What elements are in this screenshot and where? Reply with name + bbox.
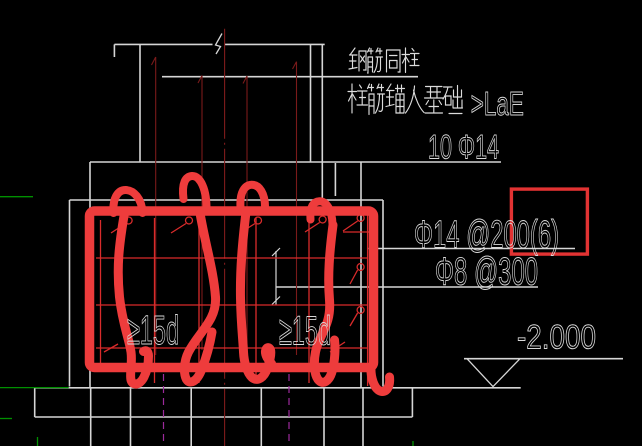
svg-text:≥15d: ≥15d bbox=[127, 307, 179, 353]
svg-text:-2.000: -2.000 bbox=[517, 319, 596, 357]
svg-text:>LaE: >LaE bbox=[471, 85, 524, 122]
svg-text:Φ8 @300: Φ8 @300 bbox=[435, 251, 538, 294]
svg-text:≥15d: ≥15d bbox=[279, 308, 331, 354]
svg-text:10 Φ14: 10 Φ14 bbox=[428, 129, 499, 167]
svg-text:Φ14 @200(6): Φ14 @200(6) bbox=[414, 214, 559, 257]
